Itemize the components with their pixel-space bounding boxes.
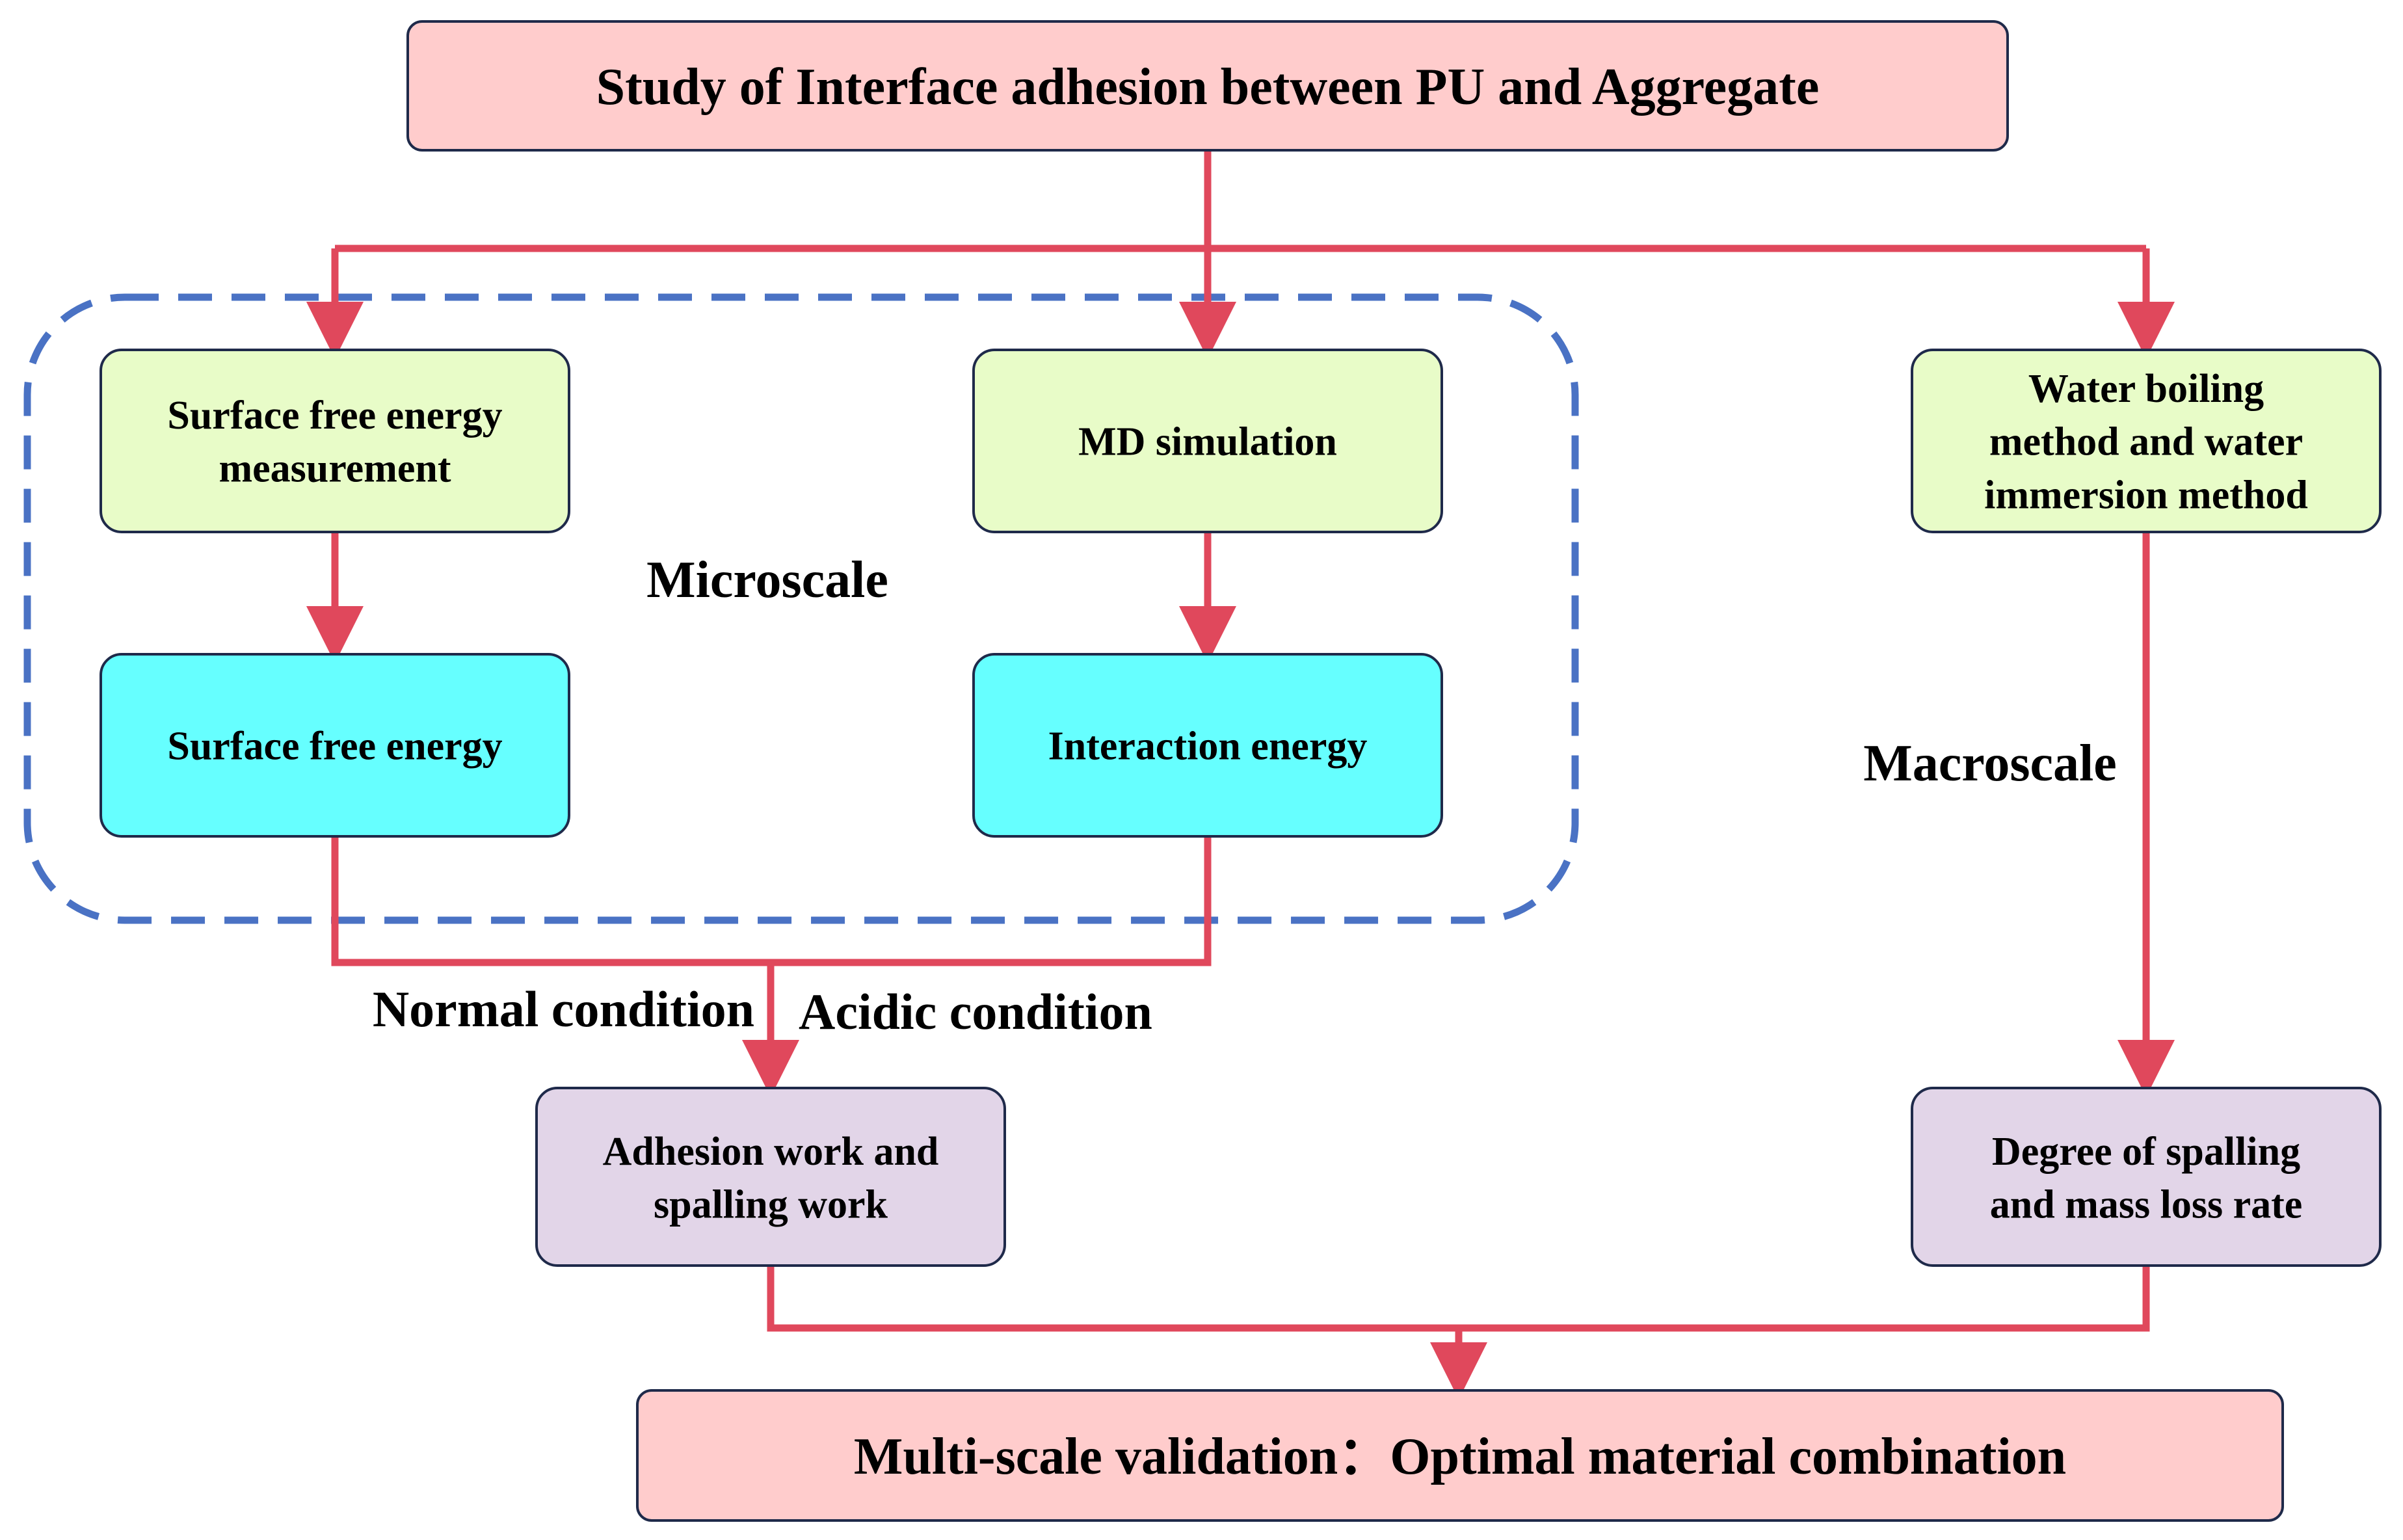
water-methods-line-2: method and water (1989, 420, 2303, 464)
water-methods-line-1: Water boiling (2028, 367, 2264, 411)
interaction-energy-node: Interaction energy (972, 653, 1443, 838)
validation-node: Multi-scale validation：Optimal material … (636, 1389, 2284, 1522)
sfe-measurement-node: Surface free energy measurement (100, 349, 570, 533)
water-methods-line-3: immersion method (1984, 473, 2308, 518)
connectors (306, 150, 2175, 1400)
surface-free-energy-line-1: Surface free energy (167, 724, 502, 769)
connector-merge-energies (331, 836, 1212, 966)
interaction-energy-node-text: Interaction energy (1048, 724, 1368, 769)
adhesion-work-line-1: Adhesion work and (603, 1130, 939, 1174)
validation-node-text: Multi-scale validation：Optimal material … (854, 1428, 2066, 1485)
title-node: Study of Interface adhesion between PU a… (406, 20, 2009, 152)
title-node-text: Study of Interface adhesion between PU a… (596, 59, 1820, 116)
sfe-measurement-node-text: Surface free energy measurement (167, 393, 502, 491)
water-methods-node: Water boiling method and water immersion m… (1911, 349, 2382, 533)
acidic-condition-label: Acidic condition (799, 983, 1152, 1040)
spalling-degree-line-2: and mass loss rate (1990, 1183, 2303, 1227)
adhesion-work-node-text: Adhesion work and spalling work (603, 1130, 939, 1227)
normal-condition-label: Normal condition (373, 981, 754, 1037)
adhesion-work-node: Adhesion work and spalling work (535, 1087, 1006, 1267)
md-simulation-node-text: MD simulation (1078, 420, 1337, 464)
surface-free-energy-node: Surface free energy (100, 653, 570, 838)
microscale-group-border (23, 293, 1579, 924)
md-simulation-node: MD simulation (972, 349, 1443, 533)
md-simulation-line-1: MD simulation (1078, 420, 1337, 464)
title-line-1: Study of Interface adhesion between PU a… (596, 59, 1820, 116)
surface-free-energy-node-text: Surface free energy (167, 724, 502, 769)
water-methods-node-text: Water boiling method and water immersion m… (1984, 367, 2308, 518)
sfe-measurement-line-2: measurement (219, 447, 451, 491)
macroscale-label: Macroscale (1863, 735, 2116, 792)
spalling-degree-node: Degree of spalling and mass loss rate (1911, 1087, 2382, 1267)
interaction-energy-line-1: Interaction energy (1048, 724, 1368, 769)
connector-merge-results (767, 1266, 2150, 1332)
microscale-label: Microscale (646, 551, 888, 609)
spalling-degree-line-1: Degree of spalling (1992, 1130, 2300, 1174)
validation-line-1: Multi-scale validation：Optimal material … (854, 1428, 2066, 1485)
sfe-measurement-line-1: Surface free energy (167, 393, 502, 438)
adhesion-work-line-2: spalling work (654, 1183, 888, 1227)
spalling-degree-node-text: Degree of spalling and mass loss rate (1990, 1130, 2303, 1227)
